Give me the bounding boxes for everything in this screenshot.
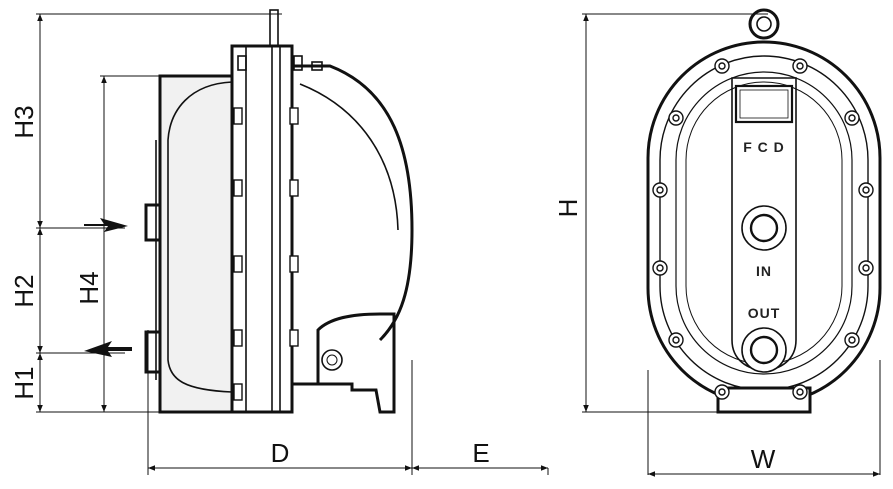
w-label: W [751, 444, 776, 474]
lifting-eye [748, 8, 780, 40]
side-view: H3 H2 H1 H4 D E [9, 9, 549, 475]
flange [230, 44, 294, 414]
top-vent [269, 9, 279, 47]
h2-label: H2 [9, 274, 39, 307]
outlet-flow-arrow [84, 341, 132, 357]
outlet-label: OUT [748, 305, 781, 321]
h3-label: H3 [9, 105, 39, 138]
front-flange-bolts [652, 58, 874, 400]
h-label: H [553, 199, 583, 218]
nameplate [734, 84, 794, 124]
inlet-flow-arrow [84, 218, 128, 232]
front-view: H W F C D IN OUT [553, 8, 882, 477]
d-label: D [271, 438, 290, 468]
foot-support [292, 312, 396, 414]
maker-mark: F C D [743, 139, 785, 155]
inlet-label: IN [756, 263, 772, 279]
h1-label: H1 [9, 366, 39, 399]
e-label: E [472, 438, 489, 468]
h4-label: H4 [74, 271, 104, 304]
flange-bolts [233, 107, 299, 401]
dome-body [292, 64, 414, 342]
